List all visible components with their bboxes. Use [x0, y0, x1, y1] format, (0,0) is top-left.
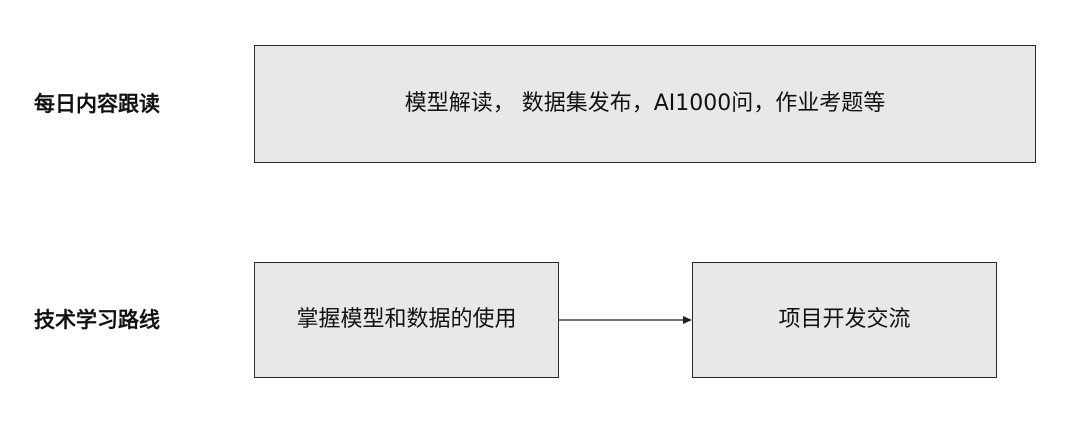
row-label-learning-path: 技术学习路线	[34, 308, 160, 332]
project-dev-exchange-box: 项目开发交流	[692, 262, 997, 378]
row-label-daily-content: 每日内容跟读	[34, 92, 160, 116]
daily-content-text: 模型解读， 数据集发布，AI1000问，作业考题等	[404, 91, 886, 116]
master-model-data-text: 掌握模型和数据的使用	[296, 307, 517, 332]
daily-content-box: 模型解读， 数据集发布，AI1000问，作业考题等	[254, 45, 1036, 163]
arrowhead-icon	[683, 316, 692, 324]
project-dev-exchange-text: 项目开发交流	[778, 307, 911, 332]
master-model-data-box: 掌握模型和数据的使用	[254, 262, 559, 378]
